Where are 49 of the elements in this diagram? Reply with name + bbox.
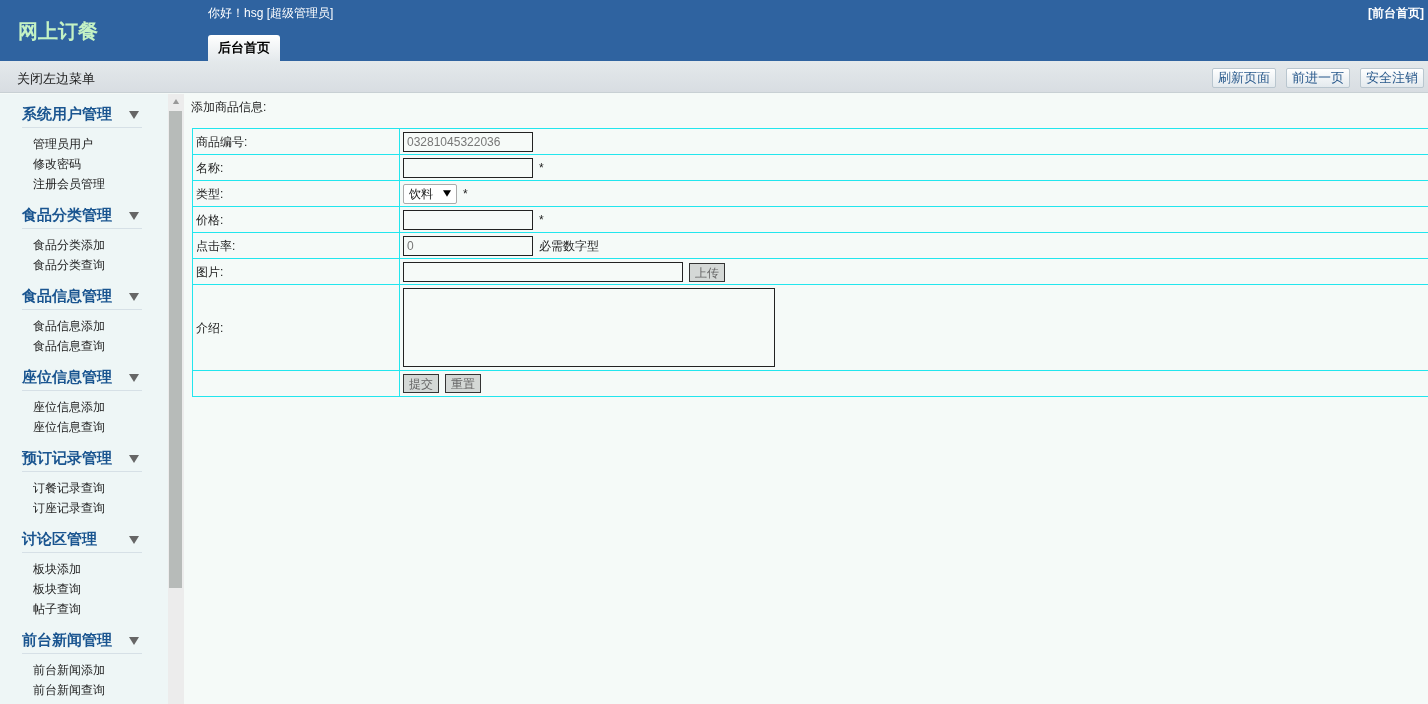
menu-heading: 座位信息管理 bbox=[22, 367, 112, 388]
menu-heading: 前台新闻管理 bbox=[22, 630, 112, 651]
menu-heading: 系统用户管理 bbox=[22, 104, 112, 125]
toolbar-button: 刷新页面 bbox=[1212, 68, 1276, 88]
form-title: 添加商品信息: bbox=[191, 99, 267, 116]
menu-link: 注册会员管理 bbox=[33, 176, 105, 193]
toolbar-button: 前进一页 bbox=[1286, 68, 1350, 88]
field-label: 商品编号: bbox=[196, 134, 248, 149]
menu-link: 管理员用户 bbox=[33, 136, 93, 153]
required-mark: * bbox=[539, 159, 544, 177]
greeting-text: 你好！hsg [超级管理员] bbox=[208, 5, 334, 22]
hint-text: 必需数字型 bbox=[539, 237, 599, 255]
site-title: 网上订餐 bbox=[18, 18, 98, 45]
menu-link: 板块添加 bbox=[33, 561, 81, 578]
menu-link: 订座记录查询 bbox=[33, 500, 105, 517]
menu-heading: 食品信息管理 bbox=[22, 286, 112, 307]
front-home-link: [前台首页] bbox=[1368, 5, 1424, 22]
field-label: 价格: bbox=[196, 212, 224, 227]
menu-link: 食品分类添加 bbox=[33, 237, 105, 254]
active-tab: 后台首页 bbox=[208, 35, 280, 61]
menu-link: 前台新闻查询 bbox=[33, 682, 105, 699]
form-button: 提交 bbox=[403, 374, 439, 393]
input-field: 0 bbox=[403, 235, 533, 256]
menu-link: 座位信息查询 bbox=[33, 419, 105, 436]
form-button: 重置 bbox=[445, 374, 481, 393]
menu-link: 前台新闻添加 bbox=[33, 662, 105, 679]
field-label: 介绍: bbox=[196, 320, 224, 335]
menu-link: 帖子查询 bbox=[33, 601, 81, 618]
close-menu-link: 关闭左边菜单 bbox=[17, 70, 95, 88]
field-label: 类型: bbox=[196, 186, 224, 201]
menu-link: 食品信息查询 bbox=[33, 338, 105, 355]
form-button: 上传 bbox=[689, 263, 725, 282]
menu-heading: 讨论区管理 bbox=[22, 529, 97, 550]
required-mark: * bbox=[539, 211, 544, 229]
field-label: 图片: bbox=[196, 264, 224, 279]
field-label: 点击率: bbox=[196, 238, 236, 253]
type-select: 饮料 bbox=[403, 183, 457, 204]
menu-link: 修改密码 bbox=[33, 156, 81, 173]
field-label: 名称: bbox=[196, 160, 224, 175]
menu-link: 食品分类查询 bbox=[33, 257, 105, 274]
menu-heading: 食品分类管理 bbox=[22, 205, 112, 226]
menu-link: 食品信息添加 bbox=[33, 318, 105, 335]
toolbar-button: 安全注销 bbox=[1360, 68, 1424, 88]
menu-link: 板块查询 bbox=[33, 581, 81, 598]
menu-link: 座位信息添加 bbox=[33, 399, 105, 416]
menu-link: 订餐记录查询 bbox=[33, 480, 105, 497]
required-mark: * bbox=[463, 185, 468, 203]
input-field: 03281045322036 bbox=[403, 131, 533, 152]
menu-heading: 预订记录管理 bbox=[22, 448, 112, 469]
